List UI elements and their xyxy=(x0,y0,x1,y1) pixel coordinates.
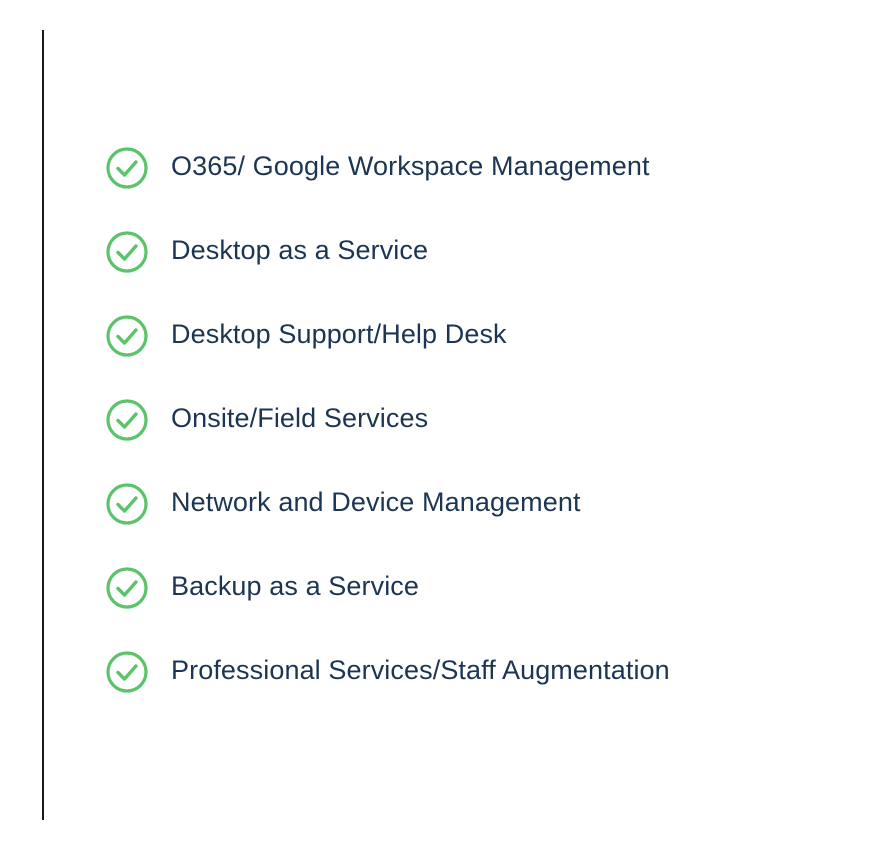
check-circle-icon xyxy=(105,482,149,526)
list-item: Desktop Support/Help Desk xyxy=(105,294,670,378)
list-item: O365/ Google Workspace Management xyxy=(105,126,670,210)
vertical-divider xyxy=(42,30,44,820)
list-item: Desktop as a Service xyxy=(105,210,670,294)
service-label: O365/ Google Workspace Management xyxy=(171,150,650,181)
check-circle-icon xyxy=(105,650,149,694)
list-item: Onsite/Field Services xyxy=(105,378,670,462)
service-label: Onsite/Field Services xyxy=(171,402,429,433)
services-list: O365/ Google Workspace Management Deskto… xyxy=(105,126,670,714)
service-label: Desktop Support/Help Desk xyxy=(171,318,507,349)
service-label: Backup as a Service xyxy=(171,570,420,601)
service-label: Professional Services/Staff Augmentation xyxy=(171,654,670,685)
check-circle-icon xyxy=(105,398,149,442)
list-item: Network and Device Management xyxy=(105,462,670,546)
check-circle-icon xyxy=(105,314,149,358)
check-circle-icon xyxy=(105,566,149,610)
list-item: Professional Services/Staff Augmentation xyxy=(105,630,670,714)
check-circle-icon xyxy=(105,230,149,274)
service-label: Desktop as a Service xyxy=(171,234,429,265)
check-circle-icon xyxy=(105,146,149,190)
service-label: Network and Device Management xyxy=(171,486,581,517)
list-item: Backup as a Service xyxy=(105,546,670,630)
